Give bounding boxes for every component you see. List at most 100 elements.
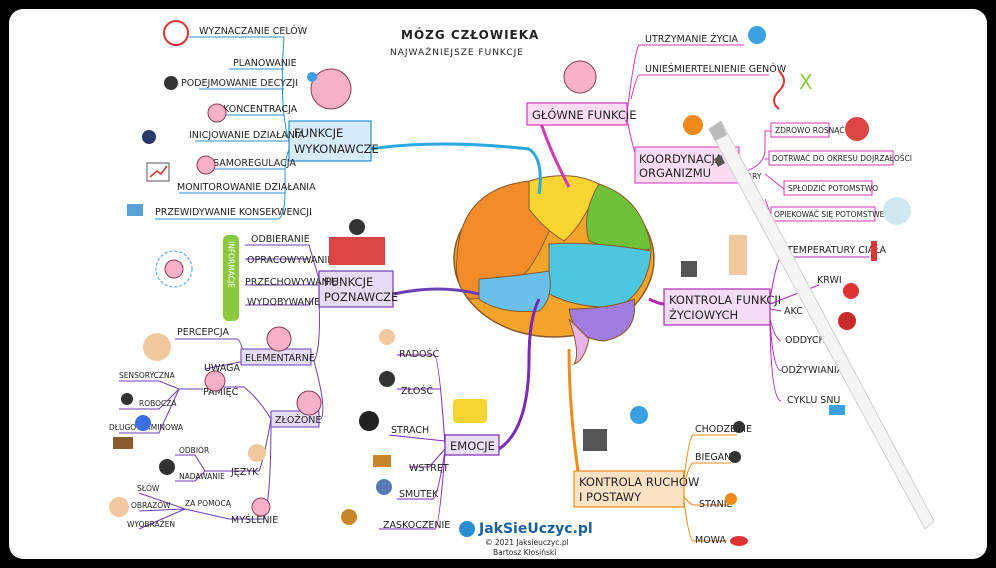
brain-icon [310,68,352,110]
baby-icon [883,197,911,225]
reading-person-icon [349,219,365,235]
spider-icon [359,411,379,431]
item-akc: AKC [784,306,803,317]
sub-zdrowo-rosnac: ZDROWO ROSNĄĆ [775,126,844,135]
target-icon [163,20,189,46]
brain-small-icon [207,103,227,123]
senses-icon [143,333,171,361]
body-organs-icon [729,235,747,275]
item-robocza: ROBOCZA [139,399,177,408]
item-zlosc: ZŁOŚĆ [401,385,433,397]
branch-ruchy: KONTROLA RUCHÓW I POSTAWY CHODZENIE BIEG… [573,406,752,546]
item-radosc: RADOŚĆ [399,348,440,360]
item-planowanie: PLANOWANIE [233,58,297,69]
item-slow: SŁÓW [137,484,160,493]
node-jezyk: JĘZYK [230,467,259,478]
mouth-icon [730,536,748,546]
branch-wykonawcze: FUNKCJE WYKONAWCZE WYZNACZANIE CELÓW PLA… [127,20,379,220]
exercise-person-icon [630,406,648,424]
theater-masks-icon [453,399,487,423]
brain-thinking-icon [251,497,271,517]
item-nadawanie: NADAWANIE [179,472,225,481]
sub-opiekowac: OPIEKOWAĆ SIĘ POTOMSTWEM [774,210,891,219]
brand-copyright: © 2021 Jaksieuczyc.pl [485,538,569,547]
item-sensoryczna: SENSORYCZNA [119,371,176,380]
node-poznawcze-line2: POZNAWCZE [324,290,398,304]
node-zyciowe-line1: KONTROLA FUNKCJI [669,293,781,307]
node-koordynacja-line2: ORGANIZMU [639,166,711,180]
brain-idea-icon [266,326,292,352]
headphones-person-icon [159,459,175,475]
node-myslenie: MYŚLENIE [231,514,278,526]
sleep-icon [829,405,845,415]
brand-globe-icon [459,521,475,537]
angry-person-icon [379,371,395,387]
gear-icon [307,72,317,82]
item-bieganie: BIEGANIE [695,452,740,463]
joystick-icon [681,261,697,277]
item-krwi: KRWI [817,275,842,286]
node-zlozone: ZŁOŻONE [275,415,321,426]
item-opracowywanie: OPRACOWYWANIE [247,255,333,266]
joystick-ruch-icon [583,429,607,451]
running-icon [729,451,741,463]
item-unieśmiertelnienie-genow: UNIEŚMIERTELNIENIE GENÓW [645,63,787,75]
joy-person-icon [379,329,395,345]
brain-memory-icon [204,370,226,392]
node-zyciowe-line2: ŻYCIOWYCH [669,307,738,322]
item-przewidywanie-konsekwencji: PRZEWIDYWANIE KONSEKWENCJI [155,207,312,218]
brain-calm-icon [196,155,216,175]
thinking-person-icon [164,76,178,90]
item-cyklu-snu: CYKLU SNU [787,395,840,406]
item-odzywiania: ODŻYWIANIA [781,365,844,376]
mind-map: MÓZG CZŁOWIEKA NAJWAŻNIEJSZE FUNKCJE FUN… [109,20,935,557]
item-przechowywanie: PRZECHOWYWANIE [245,277,338,288]
brain-worried-icon [296,390,322,416]
item-wyznaczanie-celow: WYZNACZANIE CELÓW [199,25,308,37]
books-icon [113,437,133,449]
node-glowne: GŁÓWNE FUNKCJE [532,107,637,122]
standing-icon [725,493,737,505]
speaking-people-icon [248,444,266,462]
brand-name: JakSieUczyc.pl [478,521,593,537]
books-stack-icon [329,237,385,265]
item-monitorowanie-dzialania: MONITOROWANIE DZIAŁANIA [177,182,316,193]
brand-logo: JakSieUczyc.pl © 2021 Jaksieuczyc.pl Bar… [459,521,593,557]
family-umbrella-icon [748,26,766,44]
label-za-pomoca: ZA POMOCĄ [185,499,232,508]
dna-icon [773,70,785,110]
map-subtitle: NAJWAŻNIEJSZE FUNKCJE [390,47,524,58]
burger-icon [373,455,391,467]
running-start-icon [142,130,156,144]
item-uwaga: UWAGA [204,363,241,374]
item-samoregulacja: SAMOREGULACJA [213,158,296,169]
branch-poznawcze: FUNKCJE POZNAWCZE INFORMACJE ODBIERANIE … [109,219,398,530]
map-title: MÓZG CZŁOWIEKA [401,27,539,42]
brain-illustration [453,175,655,365]
item-wyobrazen: WYOBRAŻEŃ [127,520,175,529]
item-wstret: WSTRĘT [409,463,449,474]
sub-splodzic: SPŁODZIĆ POTOMSTWO [788,184,878,193]
item-mowa: MOWA [695,535,727,546]
node-koordynacja-line1: KOORDYNACJA [639,152,723,166]
label-ary: ARY [747,172,762,181]
growing-child-icon [845,117,869,141]
heart-icon [838,312,856,330]
item-inicjowanie-dzialania: INICJOWANIE DZIAŁANIA [189,130,305,141]
sub-dotrwac: DOTRWAĆ DO OKRESU DOJRZAŁOŚCI [772,154,912,163]
node-poznawcze-line1: FUNKCJE [324,275,373,289]
chromosome-icon: X [799,70,813,94]
item-temperatury: TEMPERATURY CIAŁA [786,245,887,256]
sad-person-icon [376,479,392,495]
node-ruchy-line1: KONTROLA RUCHÓW [579,474,699,489]
node-ruchy-line2: I POSTAWY [579,490,642,504]
node-emocje: EMOCJE [450,439,495,453]
node-wykonawcze-line1: FUNKCJE [294,126,343,140]
item-utrzymanie-zycia: UTRZYMANIE ŻYCIA [645,34,739,45]
branch-glowne: GŁÓWNE FUNKCJE UTRZYMANIE ŻYCIA UNIEŚMIE… [526,26,912,225]
mind-map-canvas: MÓZG CZŁOWIEKA NAJWAŻNIEJSZE FUNKCJE FUN… [9,9,987,559]
surprised-person-icon [341,509,357,525]
node-elementarne: ELEMENTARNE [245,353,315,364]
item-zaskoczenie: ZASKOCZENIE [383,520,450,531]
item-odbior: ODBIÓR [179,446,209,455]
